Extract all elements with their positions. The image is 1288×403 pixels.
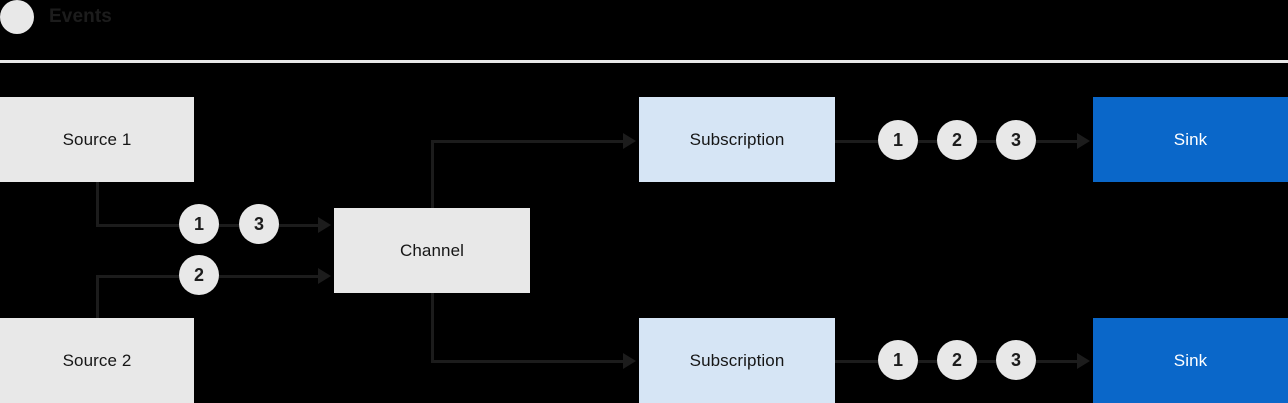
node-source-1[interactable]: Source 1: [0, 97, 194, 182]
node-subscription-2-label: Subscription: [689, 350, 785, 370]
event-badge: 2: [179, 255, 219, 295]
node-sink-1[interactable]: Sink: [1093, 97, 1288, 182]
arrowhead-subscription2-to-sink2: [1077, 353, 1090, 369]
connector-channel-top-horizontal: [431, 140, 623, 143]
arrowhead-channel-to-subscription1: [623, 133, 636, 149]
node-subscription-1-label: Subscription: [689, 129, 785, 149]
arrowhead-channel-to-subscription2: [623, 353, 636, 369]
node-channel-label: Channel: [399, 240, 465, 260]
connector-source1-vertical: [96, 182, 99, 227]
legend-label: Events: [49, 6, 112, 27]
event-badge: 2: [937, 120, 977, 160]
arrowhead-source2-to-channel: [318, 268, 331, 284]
node-sink-2[interactable]: Sink: [1093, 318, 1288, 403]
node-subscription-2[interactable]: Subscription: [639, 318, 835, 403]
arrowhead-subscription1-to-sink1: [1077, 133, 1090, 149]
event-circle-icon: [0, 0, 34, 34]
connector-channel-top-vertical: [431, 140, 434, 210]
connector-channel-bottom-horizontal: [431, 360, 623, 363]
node-source-2[interactable]: Source 2: [0, 318, 194, 403]
node-subscription-1[interactable]: Subscription: [639, 97, 835, 182]
connector-source2-vertical: [96, 275, 99, 321]
event-badge: 3: [239, 204, 279, 244]
arrowhead-source1-to-channel: [318, 217, 331, 233]
node-source-1-label: Source 1: [62, 129, 132, 149]
node-source-2-label: Source 2: [62, 350, 132, 370]
node-channel[interactable]: Channel: [334, 208, 530, 293]
event-badge: 2: [937, 340, 977, 380]
node-sink-2-label: Sink: [1173, 350, 1208, 370]
node-sink-1-label: Sink: [1173, 129, 1208, 149]
header-divider: [0, 60, 1288, 63]
event-badge: 1: [878, 120, 918, 160]
event-badge: 1: [179, 204, 219, 244]
event-badge: 3: [996, 120, 1036, 160]
legend: Events: [0, 0, 320, 34]
connector-channel-bottom-vertical: [431, 291, 434, 363]
event-badge: 3: [996, 340, 1036, 380]
event-badge: 1: [878, 340, 918, 380]
